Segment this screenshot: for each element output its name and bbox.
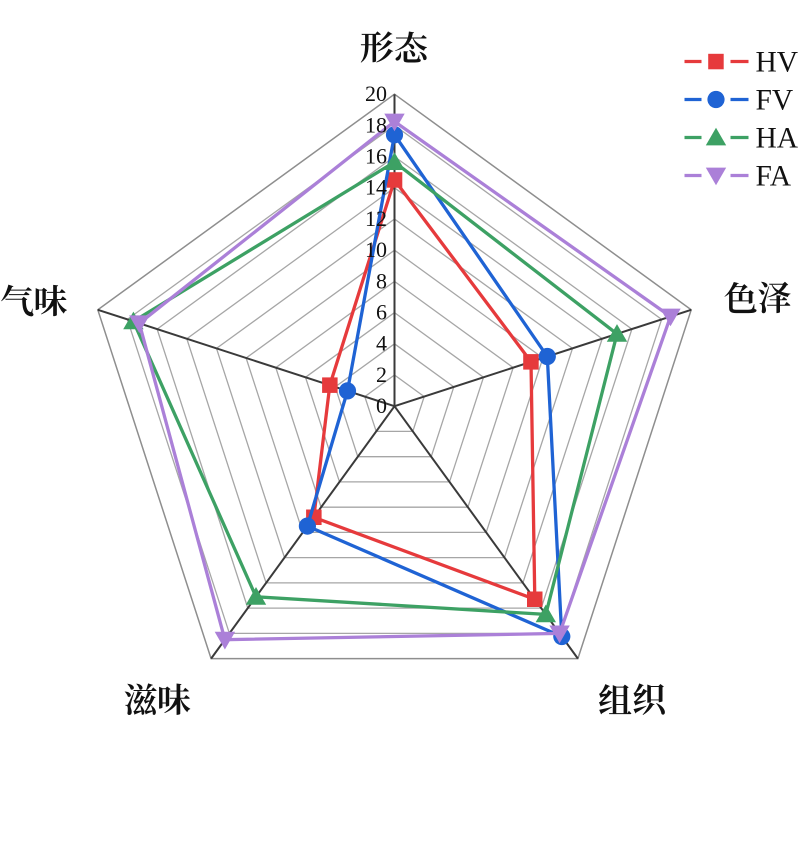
svg-text:16: 16 (365, 144, 387, 169)
svg-text:FV: FV (756, 85, 794, 117)
svg-text:6: 6 (376, 300, 387, 325)
svg-text:14: 14 (365, 175, 387, 200)
svg-text:12: 12 (365, 206, 387, 231)
svg-text:2: 2 (376, 362, 387, 387)
svg-text:20: 20 (365, 81, 387, 106)
svg-text:FA: FA (756, 161, 792, 193)
svg-text:10: 10 (365, 237, 387, 262)
svg-text:HV: HV (756, 47, 799, 79)
svg-text:8: 8 (376, 268, 387, 293)
svg-text:18: 18 (365, 112, 387, 137)
svg-text:HA: HA (756, 123, 799, 155)
svg-text:4: 4 (376, 331, 387, 356)
svg-text:0: 0 (376, 393, 387, 418)
